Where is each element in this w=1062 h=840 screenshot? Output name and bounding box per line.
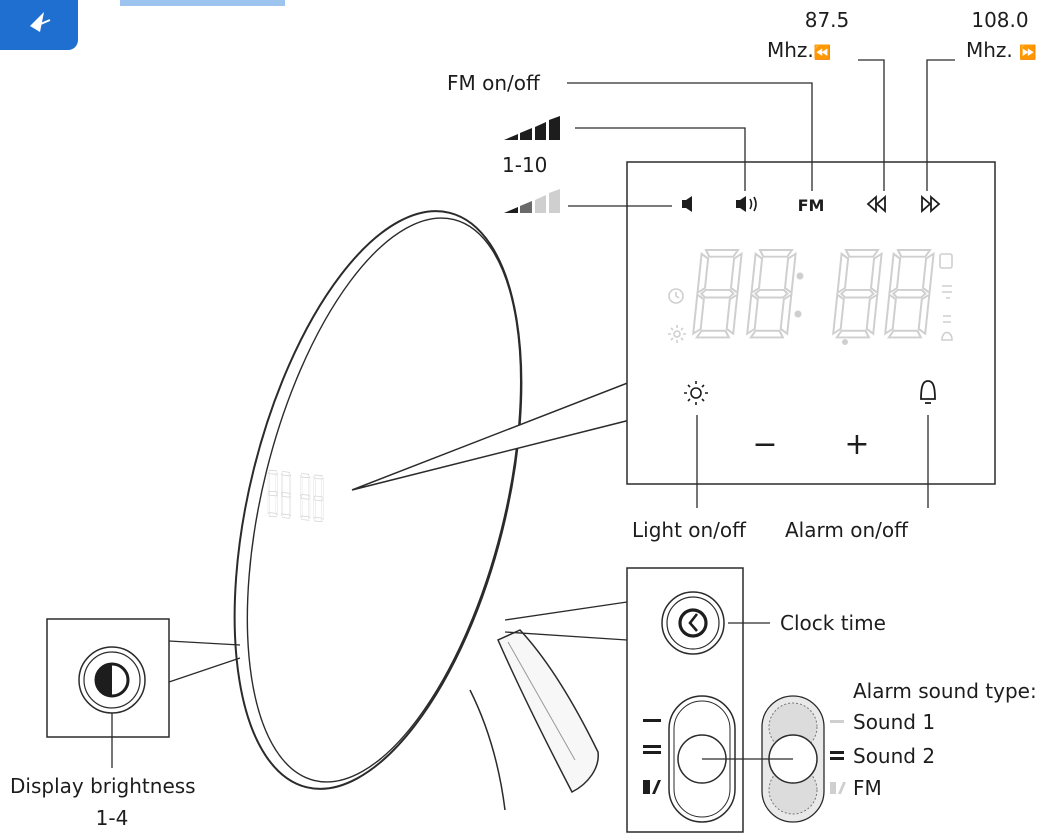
alarm-sound-type-label: Alarm sound type: bbox=[853, 679, 1037, 703]
bell-icon[interactable] bbox=[920, 380, 936, 404]
display-panel bbox=[626, 161, 996, 485]
brand-logo-icon bbox=[0, 0, 78, 50]
sound-1-label: Sound 1 bbox=[853, 710, 936, 734]
panel-fm-text: FM bbox=[798, 196, 825, 215]
rewind-icon bbox=[866, 195, 886, 213]
rewind-icon: ⏪ bbox=[813, 45, 832, 61]
freq-low-value: 87.5 bbox=[804, 8, 850, 32]
fm-onoff-label: FM on/off bbox=[447, 71, 540, 95]
header-strip bbox=[120, 0, 285, 6]
display-brightness-label: Display brightness bbox=[10, 774, 196, 798]
device-stand bbox=[469, 629, 599, 811]
freq-low-label: Mhz.⏪ bbox=[767, 38, 831, 65]
brightness-half-circle-icon bbox=[94, 662, 130, 698]
slider-position-marks bbox=[643, 719, 661, 794]
freq-high-unit: Mhz. bbox=[966, 38, 1013, 62]
device-lamp bbox=[233, 210, 523, 790]
leader-lines bbox=[567, 59, 955, 508]
fast-forward-icon bbox=[921, 195, 941, 213]
volume-bars-high-icon bbox=[504, 116, 560, 140]
panel-ghost-icons bbox=[668, 253, 953, 343]
brightness-callout-lines bbox=[168, 640, 241, 683]
clock-button[interactable] bbox=[661, 591, 725, 655]
minus-button[interactable]: − bbox=[752, 427, 777, 462]
plus-button[interactable]: + bbox=[844, 427, 869, 462]
freq-low-unit: Mhz. bbox=[767, 38, 814, 62]
sound-option-marks bbox=[830, 720, 846, 794]
clock-time-label: Clock time bbox=[780, 611, 886, 635]
clock-icon bbox=[678, 608, 708, 638]
volume-bars-low-icon bbox=[504, 189, 560, 213]
fm-option-label: FM bbox=[853, 776, 882, 800]
side-callout-lines bbox=[504, 601, 628, 641]
speaker-low-icon bbox=[682, 196, 692, 212]
fast-forward-icon: ⏩ bbox=[1019, 45, 1037, 61]
panel-digits bbox=[691, 248, 936, 345]
sound-2-label: Sound 2 bbox=[853, 744, 936, 768]
light-onoff-label: Light on/off bbox=[632, 518, 746, 542]
freq-high-value: 108.0 bbox=[971, 8, 1029, 32]
speaker-high-icon bbox=[736, 196, 757, 212]
volume-range-label: 1-10 bbox=[502, 153, 548, 177]
sun-icon[interactable] bbox=[684, 381, 708, 405]
freq-high-label: Mhz. ⏩ bbox=[966, 38, 1037, 65]
brightness-range-label: 1-4 bbox=[95, 806, 129, 830]
alarm-onoff-label: Alarm on/off bbox=[785, 518, 908, 542]
